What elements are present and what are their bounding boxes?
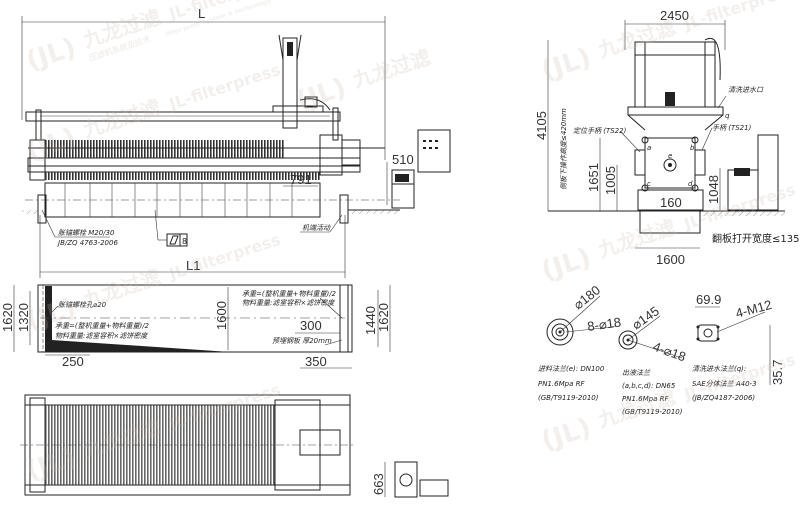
dim-1440: 1440 (363, 306, 378, 335)
dim-160: 160 (660, 195, 682, 210)
dim-300: 300 (300, 318, 322, 333)
feed-flange-holes: 8-⌀18 (586, 314, 622, 334)
dim-663: 663 (371, 473, 386, 495)
port-c: c (647, 180, 651, 188)
load-right-label: 承重=(整机重量+物料重量)/2 (242, 290, 337, 298)
anchor-bolt-label: 胀锚螺栓 M20/30 (58, 229, 115, 237)
dim-4105: 4105 (534, 111, 549, 140)
dim-L: L (198, 6, 205, 21)
svg-text:(JL): (JL) (538, 413, 595, 457)
material-right-label: 物料重量:滤室容积×滤饼密度 (242, 299, 335, 307)
svg-text:(JL): (JL) (538, 243, 595, 287)
dim-1651: 1651 (586, 163, 601, 192)
dim-2450: 2450 (660, 8, 689, 23)
outlet-flange-holes: 4-⌀18 (651, 339, 688, 365)
port-a: a (647, 144, 651, 152)
wash-flange-spec-3: (JB/ZQ4187-2006) (692, 394, 755, 402)
wash-flange-height: 35.7 (770, 360, 785, 385)
dim-250: 250 (62, 354, 84, 369)
port-b: b (690, 144, 695, 152)
svg-text:九龙过滤: 九龙过滤 (594, 15, 678, 63)
dim-510: 510 (392, 152, 414, 167)
filter-plates-lower (45, 172, 320, 180)
side-beam (25, 111, 341, 122)
drip-tray (44, 182, 321, 218)
wash-inlet-label: 清洗进水口 (728, 86, 764, 94)
svg-text:九龙过滤: 九龙过滤 (594, 385, 678, 433)
embedded-plate-label: 预埋钢板 厚20mm (272, 337, 332, 345)
material-left-label: 物料重量:滤室容积×滤饼密度 (55, 332, 148, 340)
control-cabinet (417, 129, 451, 173)
svg-text:(JL): (JL) (23, 123, 80, 167)
top-view: 663 (20, 394, 449, 498)
dim-350: 350 (305, 354, 327, 369)
plate-shifter-mast (272, 34, 331, 129)
foundation-plan: 1620 1320 250 1600 300 350 1440 1620 胀锚螺… (0, 284, 391, 369)
hydraulic-station (391, 169, 415, 209)
wash-flange-width: 69.9 (696, 292, 721, 307)
outlet-flange-spec-2: (a,b,c,d): DN65 (622, 382, 676, 390)
feed-flange-spec-2: PN1.6Mpa RF (538, 380, 585, 388)
dim-1600: 1600 (214, 301, 229, 330)
svg-text:JL-filterpress: JL-filterpress (166, 60, 283, 114)
dim-1005: 1005 (603, 166, 618, 195)
outlet-flange-spec-1: 出液法兰 (622, 369, 651, 377)
flatness-tolerance-box (166, 233, 188, 247)
dim-791: 791 (290, 172, 312, 187)
control-cabinet-top (419, 479, 449, 497)
outlet-flange-spec-3: PN1.6Mpa RF (622, 395, 669, 403)
dim-1048: 1048 (706, 175, 721, 204)
anchor-bolt-standard: JB/ZQ 4763-2006 (56, 239, 118, 247)
watermark-logo-icon: (JL) (23, 33, 80, 77)
operating-height-label: 侧板下操作高度≤420mm (560, 108, 568, 190)
outlet-flange-diameter: ⌀145 (629, 303, 662, 332)
feed-flange: ⌀180 8-⌀18 进料法兰(e): DN100 PN1.6Mpa RF (G… (538, 282, 622, 402)
port-q: q (725, 112, 730, 120)
svg-text:九龙过滤: 九龙过滤 (349, 45, 433, 93)
svg-text:九龙过滤: 九龙过滤 (79, 95, 163, 143)
port-e: e (668, 152, 672, 160)
flap-width-label: 翻板打开宽度≤1350mm (712, 232, 800, 245)
handle-label: 手柄 (TS21) (712, 124, 752, 132)
dim-1600-side: 1600 (656, 252, 685, 267)
side-view: 2450 a b c d e q 4105 侧板下操作高度≤420mm 1651… (534, 8, 800, 267)
svg-text:(JL): (JL) (293, 73, 350, 117)
svg-text:(JL): (JL) (538, 43, 595, 87)
bolt-hole-label: 胀锚螺栓孔⌀20 (58, 301, 107, 309)
wash-flange-spec-2: SAE分体法兰 A40-3 (692, 380, 757, 388)
port-d: d (688, 180, 693, 188)
dim-1320: 1320 (16, 303, 31, 332)
flatness-value: 8 (182, 237, 187, 246)
svg-text:(JL): (JL) (23, 293, 80, 337)
dim-L1: L1 (186, 258, 200, 273)
dim-1620-left: 1620 (0, 303, 15, 332)
dim-1620-right: 1620 (376, 303, 391, 332)
load-left-label: 承重=(整机重量+物料重量)/2 (55, 322, 150, 330)
filter-plates (45, 140, 285, 158)
front-view: L (21, 6, 451, 278)
feed-flange-spec-3: (GB/T9119-2010) (538, 394, 599, 402)
wash-flange-spec-1: 清洗进水法兰(q): (692, 365, 746, 373)
hydraulic-station-top (394, 461, 418, 498)
outlet-flange-spec-4: (GB/T9119-2010) (622, 408, 683, 416)
svg-text:JL-filterpress: JL-filterpress (681, 0, 798, 34)
positioning-handle-label: 定位手柄 (TS22) (573, 127, 627, 135)
feed-flange-spec-1: 进料法兰(e): DN100 (538, 365, 605, 373)
wash-flange-holes: 4-M12 (734, 297, 773, 321)
movable-end-label: 机端活动 (302, 224, 331, 232)
